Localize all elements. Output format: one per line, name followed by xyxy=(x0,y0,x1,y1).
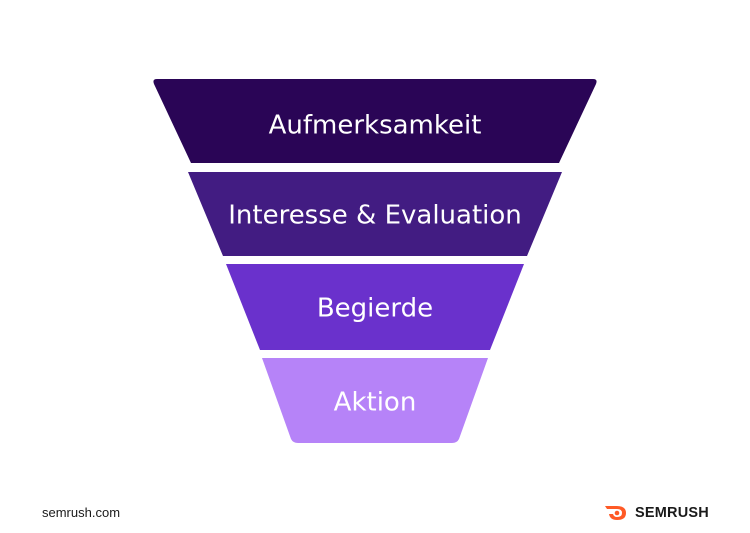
funnel-stage-action-label: Aktion xyxy=(334,388,417,418)
funnel-stage-interest-shape xyxy=(188,172,562,256)
funnel-stage-desire-shape xyxy=(226,264,524,350)
funnel-stage-awareness-label: Aufmerksamkeit xyxy=(269,111,482,141)
brand-logo: SEMRUSH xyxy=(604,502,709,524)
funnel-stage-awareness: Aufmerksamkeit xyxy=(153,79,597,163)
semrush-flame-icon xyxy=(605,506,626,520)
funnel-stage-action-shape xyxy=(262,358,488,443)
funnel-stage-action: Aktion xyxy=(262,358,488,443)
funnel-stage-interest: Interesse & Evaluation xyxy=(188,172,562,256)
source-text: semrush.com xyxy=(42,505,121,520)
funnel-stage-desire-label: Begierde xyxy=(317,294,433,324)
funnel-stage-awareness-shape xyxy=(153,79,597,163)
brand-wordmark: SEMRUSH xyxy=(635,505,709,521)
funnel-stage-interest-label: Interesse & Evaluation xyxy=(228,201,522,231)
funnel-stage-desire: Begierde xyxy=(226,264,524,350)
